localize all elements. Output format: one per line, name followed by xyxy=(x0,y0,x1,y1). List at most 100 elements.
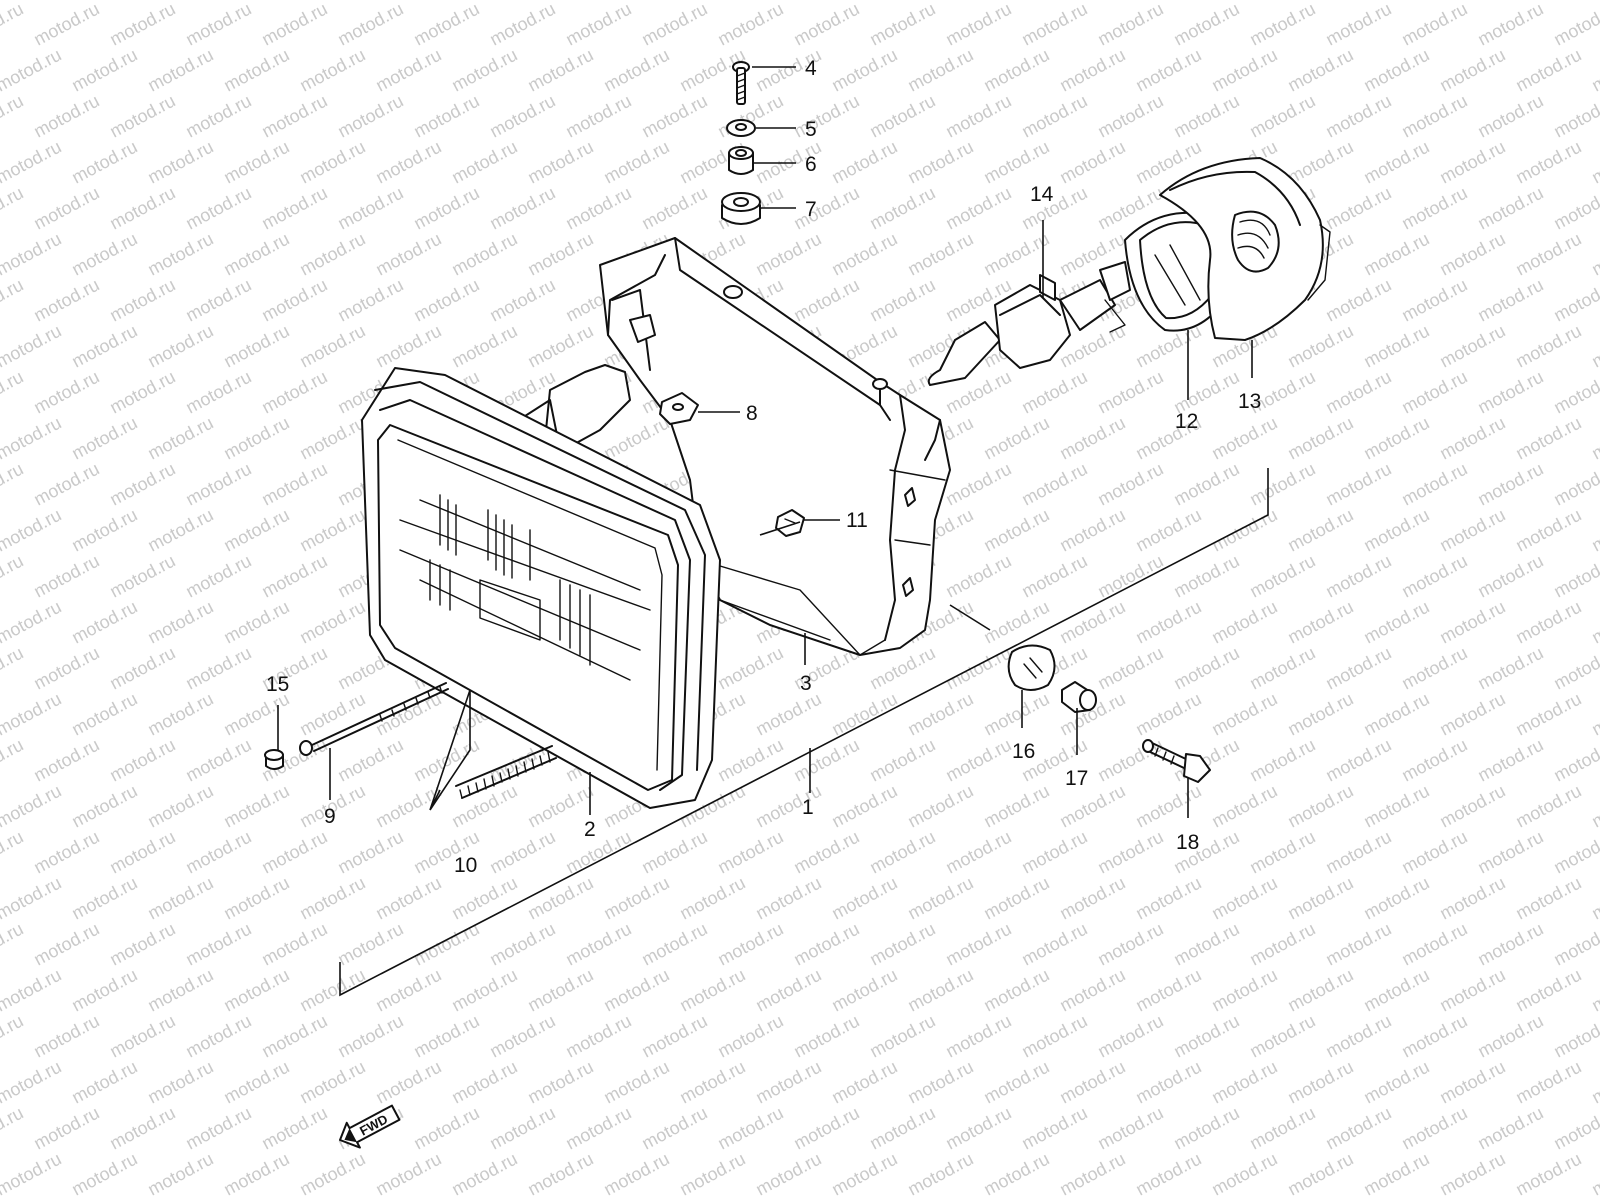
watermark-text: motod.ru xyxy=(1360,321,1432,372)
watermark-text: motod.ru xyxy=(790,275,862,326)
watermark-text: motod.ru xyxy=(942,183,1014,234)
callout-13: 13 xyxy=(1238,390,1261,413)
callout-10: 10 xyxy=(454,854,477,877)
watermark-text: motod.ru xyxy=(1550,367,1600,418)
watermark-text: motod.ru xyxy=(600,0,672,4)
watermark-text: motod.ru xyxy=(1132,0,1204,4)
watermark-text: motod.ru xyxy=(1360,45,1432,96)
watermark-text: motod.ru xyxy=(1208,45,1280,96)
watermark-text: motod.ru xyxy=(1360,413,1432,464)
watermark-text: motod.ru xyxy=(1170,91,1242,142)
watermark-text: motod.ru xyxy=(1132,781,1204,832)
assembly-bracket xyxy=(339,468,1269,997)
watermark-text: motod.ru xyxy=(1094,919,1166,970)
watermark-text: motod.ru xyxy=(942,551,1014,602)
rubber-cover-13 xyxy=(1159,157,1331,341)
watermark-text: motod.ru xyxy=(1208,0,1280,4)
watermark-text: motod.ru xyxy=(106,1103,178,1154)
watermark-text: motod.ru xyxy=(980,45,1052,96)
watermark-text: motod.ru xyxy=(600,413,672,464)
watermark-text: motod.ru xyxy=(448,873,520,924)
callout-2: 2 xyxy=(584,818,596,841)
watermark-text: motod.ru xyxy=(106,827,178,878)
watermark-text: motod.ru xyxy=(68,597,140,648)
watermark-text: motod.ru xyxy=(714,919,786,970)
watermark-text: motod.ru xyxy=(296,321,368,372)
watermark-text: motod.ru xyxy=(562,919,634,970)
watermark-text: motod.ru xyxy=(30,459,102,510)
watermark-text: motod.ru xyxy=(1170,643,1242,694)
clip-nut-11 xyxy=(775,509,805,537)
watermark-text: motod.ru xyxy=(220,413,292,464)
watermark-text: motod.ru xyxy=(1094,459,1166,510)
watermark-text: motod.ru xyxy=(1436,229,1508,280)
watermark-text: motod.ru xyxy=(30,643,102,694)
watermark-text: motod.ru xyxy=(486,1011,558,1062)
watermark-text: motod.ru xyxy=(68,1057,140,1108)
watermark-text: motod.ru xyxy=(980,689,1052,740)
watermark-text: motod.ru xyxy=(1056,873,1128,924)
watermark-text: motod.ru xyxy=(144,873,216,924)
watermark-text: motod.ru xyxy=(638,0,710,50)
watermark-text: motod.ru xyxy=(1208,597,1280,648)
watermark-text: motod.ru xyxy=(1474,919,1546,970)
watermark-text: motod.ru xyxy=(1170,919,1242,970)
watermark-text: motod.ru xyxy=(486,91,558,142)
watermark-text: motod.ru xyxy=(980,413,1052,464)
watermark-text: motod.ru xyxy=(106,367,178,418)
watermark-text: motod.ru xyxy=(296,1057,368,1108)
watermark-text: motod.ru xyxy=(790,735,862,786)
watermark-text: motod.ru xyxy=(1474,643,1546,694)
watermark-text: motod.ru xyxy=(1170,0,1242,50)
watermark-text: motod.ru xyxy=(1512,229,1584,280)
watermark-text: motod.ru xyxy=(1474,183,1546,234)
watermark-text: motod.ru xyxy=(1588,137,1600,188)
watermark-text: motod.ru xyxy=(1360,781,1432,832)
watermark-text: motod.ru xyxy=(524,229,596,280)
watermark-text: motod.ru xyxy=(220,0,292,4)
watermark-text: motod.ru xyxy=(68,321,140,372)
watermark-text: motod.ru xyxy=(828,1149,900,1200)
watermark-text: motod.ru xyxy=(30,1011,102,1062)
watermark-text: motod.ru xyxy=(296,689,368,740)
watermark-text: motod.ru xyxy=(106,919,178,970)
watermark-text: motod.ru xyxy=(942,459,1014,510)
watermark-text: motod.ru xyxy=(1284,321,1356,372)
watermark-text: motod.ru xyxy=(980,229,1052,280)
watermark-text: motod.ru xyxy=(1550,1103,1600,1154)
watermark-text: motod.ru xyxy=(182,367,254,418)
watermark-text: motod.ru xyxy=(1588,229,1600,280)
lens-flutes xyxy=(399,494,651,681)
watermark-text: motod.ru xyxy=(0,321,65,372)
watermark-text: motod.ru xyxy=(0,183,27,234)
watermark-text: motod.ru xyxy=(0,735,27,786)
callout-17: 17 xyxy=(1065,767,1088,790)
watermark-text: motod.ru xyxy=(904,137,976,188)
watermark-text: motod.ru xyxy=(1588,873,1600,924)
watermark-text: motod.ru xyxy=(1322,735,1394,786)
watermark-text: motod.ru xyxy=(30,91,102,142)
watermark-text: motod.ru xyxy=(790,827,862,878)
watermark-text: motod.ru xyxy=(904,873,976,924)
watermark-text: motod.ru xyxy=(904,1057,976,1108)
watermark-text: motod.ru xyxy=(296,505,368,556)
watermark-text: motod.ru xyxy=(1246,0,1318,50)
watermark-text: motod.ru xyxy=(1056,137,1128,188)
watermark-text: motod.ru xyxy=(828,45,900,96)
watermark-text: motod.ru xyxy=(1246,91,1318,142)
watermark-text: motod.ru xyxy=(676,0,748,4)
watermark-text: motod.ru xyxy=(1436,505,1508,556)
watermark-text: motod.ru xyxy=(1512,689,1584,740)
watermark-text: motod.ru xyxy=(1398,551,1470,602)
watermark-text: motod.ru xyxy=(296,229,368,280)
watermark-text: motod.ru xyxy=(1322,919,1394,970)
watermark-text: motod.ru xyxy=(1550,919,1600,970)
watermark-text: motod.ru xyxy=(1170,551,1242,602)
watermark-text: motod.ru xyxy=(562,0,634,50)
watermark-text: motod.ru xyxy=(106,275,178,326)
watermark-text: motod.ru xyxy=(1132,45,1204,96)
watermark-text: motod.ru xyxy=(0,1057,65,1108)
watermark-text: motod.ru xyxy=(182,735,254,786)
watermark-text: motod.ru xyxy=(1056,597,1128,648)
watermark-text: motod.ru xyxy=(258,827,330,878)
